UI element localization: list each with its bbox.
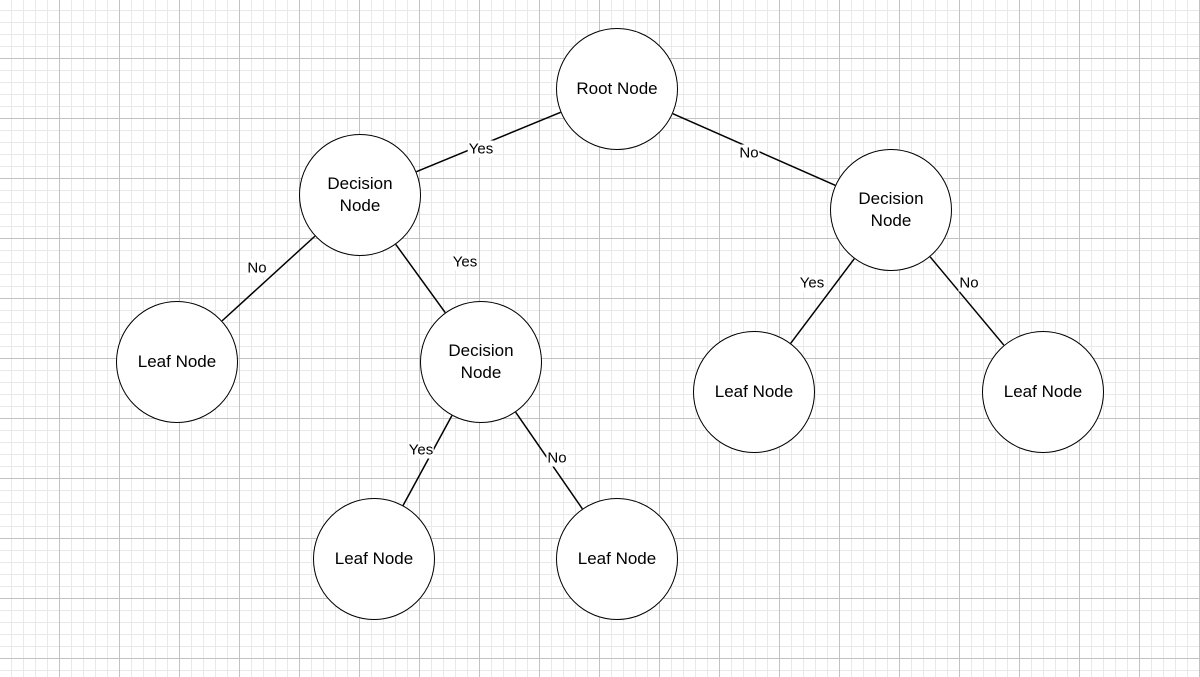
- edge-label-yes: Yes: [451, 253, 479, 271]
- decision-node[interactable]: Decision Node: [420, 301, 542, 423]
- edge-label-yes: Yes: [407, 441, 435, 459]
- edge-label-yes: Yes: [798, 274, 826, 292]
- root-node[interactable]: Root Node: [556, 28, 678, 150]
- decision-node[interactable]: Decision Node: [830, 149, 952, 271]
- edge-label-no: No: [958, 274, 980, 292]
- node-label: Leaf Node: [1003, 382, 1083, 401]
- leaf-node[interactable]: Leaf Node: [693, 331, 815, 453]
- node-label: Leaf Node: [334, 549, 414, 568]
- node-label: Leaf Node: [137, 352, 217, 371]
- leaf-node[interactable]: Leaf Node: [556, 498, 678, 620]
- edge-connector-d1-d3: [395, 243, 446, 314]
- edge-connector-d2-l5: [929, 256, 1005, 346]
- leaf-node[interactable]: Leaf Node: [982, 331, 1104, 453]
- node-label: Root Node: [576, 79, 658, 98]
- edge-connector-d2-l4: [790, 258, 855, 344]
- edge-label-no: No: [246, 259, 268, 277]
- node-label: Leaf Node: [714, 382, 794, 401]
- edge-connector-d3-l2: [402, 415, 453, 506]
- node-label: Leaf Node: [577, 549, 657, 568]
- edge-label-no: No: [738, 144, 760, 162]
- leaf-node[interactable]: Leaf Node: [313, 498, 435, 620]
- leaf-node[interactable]: Leaf Node: [116, 301, 238, 423]
- node-label: Decision Node: [448, 341, 514, 382]
- node-label: Decision Node: [327, 174, 393, 215]
- decision-node[interactable]: Decision Node: [299, 134, 421, 256]
- edge-label-no: No: [546, 449, 568, 467]
- edge-connector-d1-l1: [221, 235, 316, 322]
- edge-label-yes: Yes: [467, 140, 495, 158]
- node-label: Decision Node: [858, 189, 924, 230]
